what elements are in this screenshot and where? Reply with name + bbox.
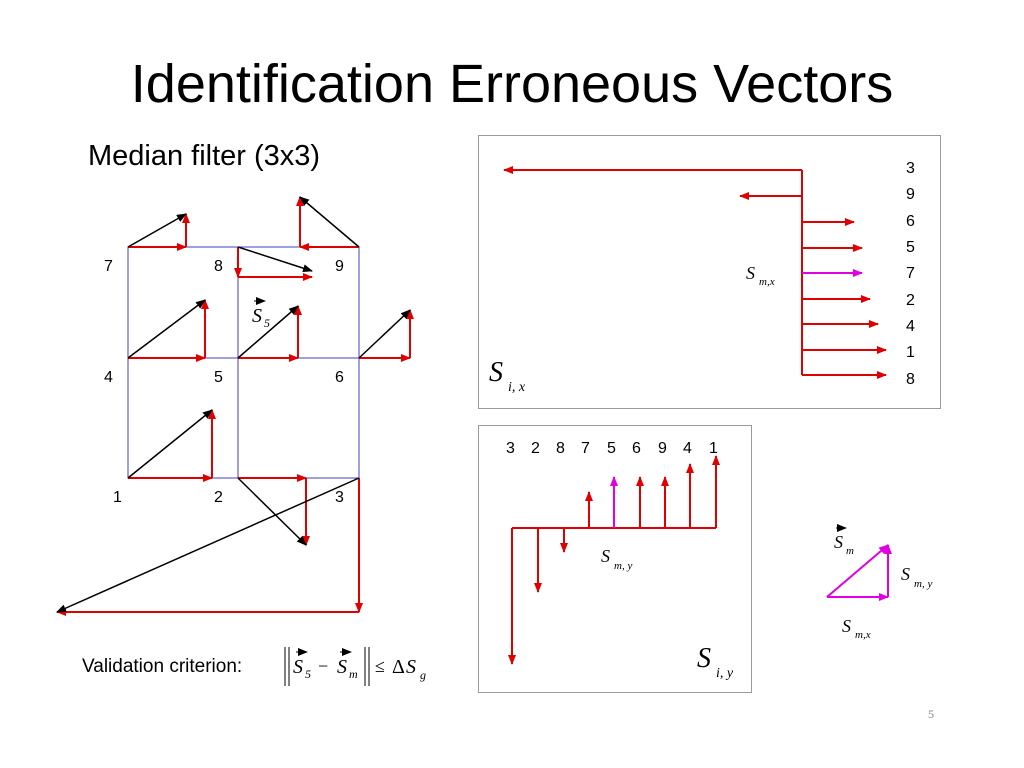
svg-text:S: S	[697, 643, 711, 674]
panel-y-arrows	[508, 455, 720, 665]
grid-label-4: 4	[104, 369, 113, 386]
y-value: 1	[709, 440, 718, 457]
svg-text:S: S	[901, 564, 910, 584]
panel-x-components	[478, 135, 941, 409]
y-value: 4	[683, 440, 692, 457]
grid-label-7: 7	[104, 258, 113, 275]
x-value: 5	[906, 239, 915, 256]
siy-label: S i, y	[697, 643, 734, 681]
panel-x-values: 3 9 6 5 7 2 4 1 8	[906, 160, 915, 388]
y-value: 6	[632, 440, 641, 457]
svg-text:m: m	[349, 667, 358, 681]
grid-label-1: 1	[113, 489, 122, 506]
grid-label-8: 8	[214, 258, 223, 275]
s5-label: S 5	[252, 297, 270, 330]
vector-cell-3	[56, 477, 363, 616]
svg-text:−: −	[318, 656, 328, 676]
svg-text:m: m	[846, 545, 854, 557]
smy-label: S m, y	[601, 546, 632, 572]
svg-text:≤: ≤	[375, 656, 385, 676]
vector-cell-5	[237, 305, 302, 362]
y-value: 9	[658, 440, 667, 457]
svg-text:m, y: m, y	[614, 560, 632, 572]
vector-cell-9	[296, 196, 360, 251]
svg-text:5: 5	[264, 316, 270, 330]
svg-text:m,x: m,x	[855, 629, 871, 641]
validation-formula: S 5 − S m ≤ Δ S g	[284, 647, 426, 686]
grid-label-2: 2	[214, 489, 223, 506]
y-value: 5	[607, 440, 616, 457]
vector-cell-6	[358, 309, 414, 362]
vector-cell-2	[237, 474, 310, 546]
svg-text:S: S	[489, 357, 503, 388]
y-value: 7	[581, 440, 590, 457]
vector-cell-4	[127, 299, 209, 362]
smx-label: S m,x	[746, 263, 775, 288]
panel-y-components	[478, 425, 752, 693]
validation-label: Validation criterion:	[82, 656, 243, 677]
grid-label-9: 9	[335, 258, 344, 275]
svg-text:g: g	[420, 668, 426, 682]
x-value: 1	[906, 344, 915, 361]
slide-subtitle: Median filter (3x3)	[88, 140, 321, 172]
svg-text:5: 5	[305, 667, 311, 681]
vector-cell-1	[127, 409, 216, 482]
svg-text:Δ: Δ	[392, 656, 405, 678]
svg-text:S: S	[293, 656, 303, 678]
panel-y-values: 3 2 8 7 5 6 9 4 1	[506, 440, 718, 457]
vector-cell-8	[234, 246, 313, 281]
median-triangle	[826, 544, 892, 601]
grid-label-3: 3	[335, 489, 344, 506]
y-value: 2	[531, 440, 540, 457]
y-value: 8	[556, 440, 565, 457]
svg-text:S: S	[601, 546, 610, 566]
six-label: S i, x	[489, 357, 526, 395]
grid-label-5: 5	[214, 369, 223, 386]
grid-labels: 7 8 9 4 5 6 1 2 3	[104, 258, 344, 506]
median-grid	[127, 246, 360, 479]
x-value: 6	[906, 213, 915, 230]
y-value: 3	[506, 440, 515, 457]
triangle-smx-label: S m,x	[842, 616, 871, 641]
x-value: 2	[906, 292, 915, 309]
x-value: 8	[906, 371, 915, 388]
x-value: 7	[906, 265, 915, 282]
grid-label-6: 6	[335, 369, 344, 386]
svg-text:m,x: m,x	[759, 276, 775, 288]
x-value: 9	[906, 186, 915, 203]
svg-text:S: S	[842, 616, 851, 636]
svg-text:S: S	[746, 263, 755, 283]
svg-text:S: S	[337, 656, 347, 678]
svg-text:S: S	[252, 305, 262, 327]
panel-x-arrows	[503, 166, 887, 379]
sm-vector-label: S m	[834, 524, 854, 557]
page-number: 5	[928, 707, 934, 721]
slide-title: Identification Erroneous Vectors	[130, 54, 894, 114]
vector-cell-7	[127, 213, 190, 251]
svg-text:S: S	[834, 532, 843, 552]
triangle-smy-label: S m, y	[901, 564, 932, 590]
svg-text:S: S	[406, 656, 416, 678]
svg-text:i, x: i, x	[508, 380, 526, 395]
svg-text:m, y: m, y	[914, 578, 932, 590]
x-value: 4	[906, 318, 915, 335]
x-value: 3	[906, 160, 915, 177]
svg-text:i, y: i, y	[716, 666, 734, 681]
